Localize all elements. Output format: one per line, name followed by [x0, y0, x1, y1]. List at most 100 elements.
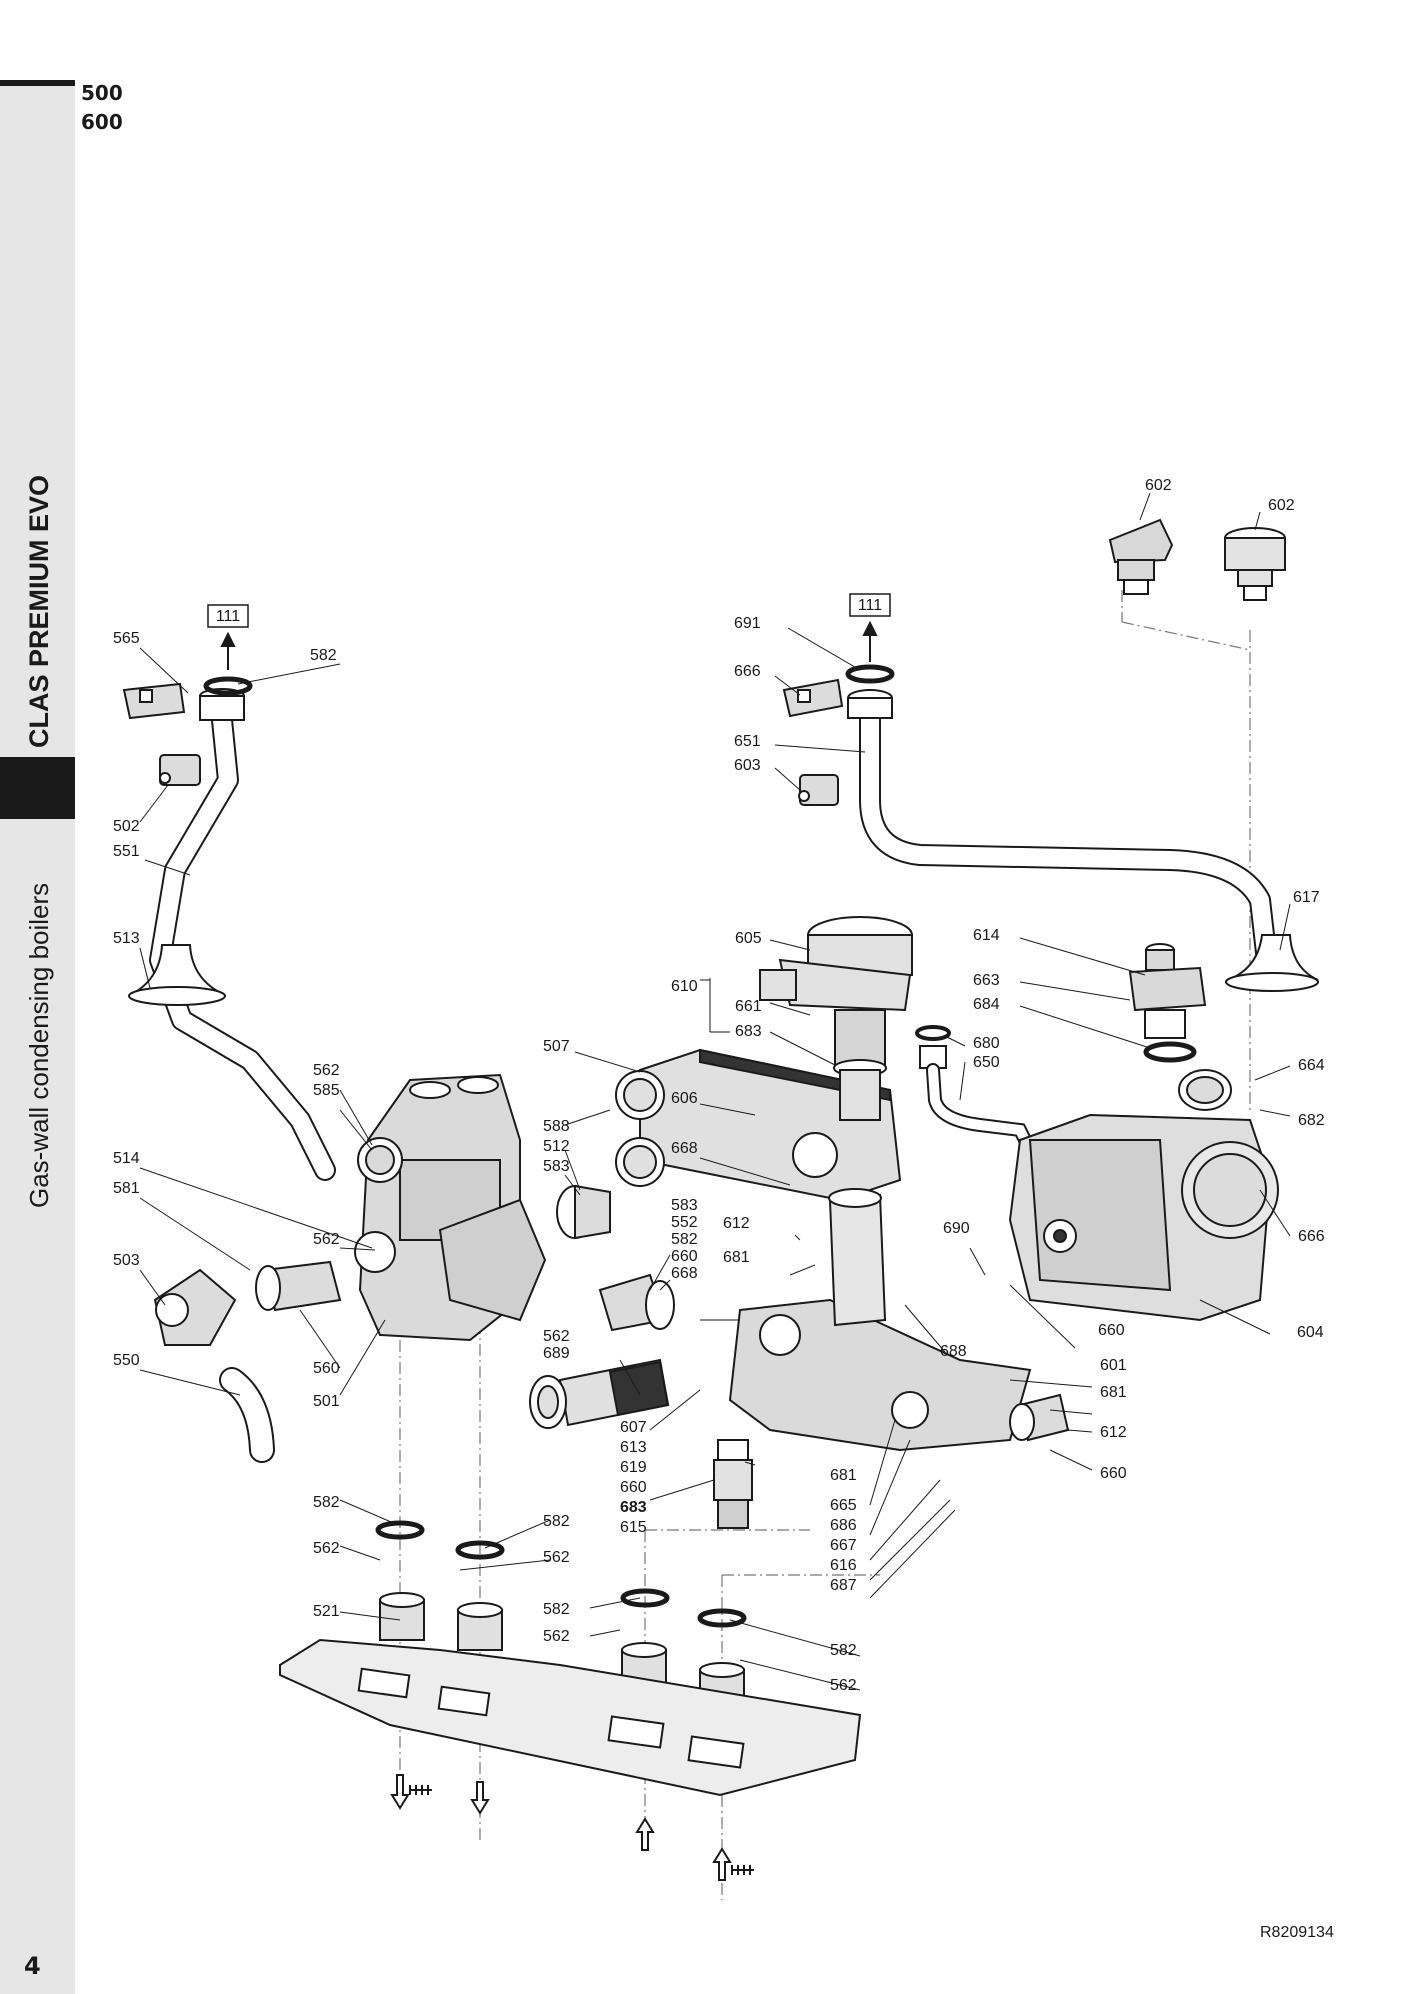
callout-label: 612	[1100, 1424, 1127, 1441]
callout-label: 688	[940, 1343, 967, 1360]
callout-label: 501	[313, 1393, 340, 1410]
callout-label: 617	[1293, 889, 1320, 906]
connector-552	[598, 1273, 675, 1332]
callout-label: 665	[830, 1497, 857, 1514]
callout-label: 583	[543, 1158, 570, 1175]
callout-label: 660	[1100, 1465, 1127, 1482]
callout-label: 581	[113, 1180, 140, 1197]
callout-label: 562	[543, 1328, 570, 1345]
callout-label: 562	[543, 1549, 570, 1566]
callout-label: 562	[543, 1628, 570, 1645]
plate-heat-exchanger-507	[615, 1048, 902, 1202]
callout-label: 683	[620, 1499, 647, 1516]
pump-604	[1008, 1069, 1279, 1322]
callout-label: 603	[734, 757, 761, 774]
callout-label: 521	[313, 1603, 340, 1620]
callout-label: 613	[620, 1439, 647, 1456]
gas-pipe-650	[915, 1025, 1037, 1157]
seal-ring-582	[203, 676, 253, 696]
leader-lines	[139, 492, 1291, 1691]
fan-605	[759, 916, 913, 1121]
valve-503	[153, 1268, 237, 1346]
callout-label: 551	[113, 843, 140, 860]
callout-label: 602	[1145, 477, 1172, 494]
callout-label: 605	[735, 930, 762, 947]
callout-label: 562	[313, 1540, 340, 1557]
ref-box-111-right: 111	[849, 593, 891, 617]
callout-label: 507	[543, 1038, 570, 1055]
callout-label: 660	[620, 1479, 647, 1496]
flow-arrows	[390, 1774, 754, 1881]
callout-label: 666	[1298, 1228, 1325, 1245]
callout-label: 582	[830, 1642, 857, 1659]
callout-label: 550	[113, 1352, 140, 1369]
callout-label: 582	[543, 1513, 570, 1530]
callout-label: 604	[1297, 1324, 1324, 1341]
callout-label: 667	[830, 1537, 857, 1554]
callout-label: 650	[973, 1054, 1000, 1071]
callout-label: 683	[735, 1023, 762, 1040]
callout-label: 514	[113, 1150, 140, 1167]
pipe-551	[128, 688, 336, 1181]
callout-label: 612	[723, 1215, 750, 1232]
ref-arrows	[220, 620, 878, 670]
callout-label: 684	[973, 996, 1000, 1013]
model-500: 500	[81, 81, 123, 105]
gas-valve-614	[1128, 943, 1207, 1039]
callout-label: 610	[671, 978, 698, 995]
callout-label: 582	[310, 647, 337, 664]
callout-label: 690	[943, 1220, 970, 1237]
callout-label: 681	[723, 1249, 750, 1266]
callout-label: 588	[543, 1118, 570, 1135]
callout-label: 552	[671, 1214, 698, 1231]
svg-text:111: 111	[858, 597, 882, 614]
pressure-switch-602-b	[1224, 527, 1286, 601]
callout-label: 582	[313, 1494, 340, 1511]
drain-tube-550	[219, 1367, 275, 1463]
seal-ring-691	[845, 664, 895, 684]
callout-label: 614	[973, 927, 1000, 944]
callout-label: 682	[1298, 1112, 1325, 1129]
callout-label: 565	[113, 630, 140, 647]
callout-label: 660	[1098, 1322, 1125, 1339]
pipe-651	[847, 689, 1319, 992]
callout-label: 668	[671, 1140, 698, 1157]
callout-label: 664	[1298, 1057, 1325, 1074]
pressure-switch-602-a	[1108, 518, 1174, 595]
sensor-603	[798, 774, 839, 806]
callout-label: 512	[543, 1138, 570, 1155]
hydraulic-block-left	[354, 1073, 547, 1342]
clip-666	[782, 678, 844, 718]
callout-label: 686	[830, 1517, 857, 1534]
callout-label: 607	[620, 1419, 647, 1436]
callout-label: 668	[671, 1265, 698, 1282]
sidebar-active-block	[0, 757, 75, 819]
callout-label: 513	[113, 930, 140, 947]
callout-label: 691	[734, 615, 761, 632]
callout-label: 651	[734, 733, 761, 750]
sidebar	[0, 80, 75, 1994]
callout-label: 562	[313, 1062, 340, 1079]
callout-label: 619	[620, 1459, 647, 1476]
callout-label: 560	[313, 1360, 340, 1377]
svg-text:111: 111	[216, 608, 240, 625]
page-number: 4	[24, 1952, 41, 1980]
callout-label: 502	[113, 818, 140, 835]
callout-label: 689	[543, 1345, 570, 1362]
mounting-plate-521	[279, 1638, 862, 1797]
callout-label: 681	[1100, 1384, 1127, 1401]
callout-label: 663	[973, 972, 1000, 989]
callout-label: 666	[734, 663, 761, 680]
callout-label: 606	[671, 1090, 698, 1107]
callout-label: 503	[113, 1252, 140, 1269]
callout-label: 616	[830, 1557, 857, 1574]
callout-label: 660	[671, 1248, 698, 1265]
valve-612	[1009, 1393, 1070, 1442]
callout-label: 681	[830, 1467, 857, 1484]
callout-label: 615	[620, 1519, 647, 1536]
callout-label: 562	[830, 1677, 857, 1694]
callout-label: 585	[313, 1082, 340, 1099]
filter-560	[255, 1260, 342, 1312]
callout-label: 562	[313, 1231, 340, 1248]
